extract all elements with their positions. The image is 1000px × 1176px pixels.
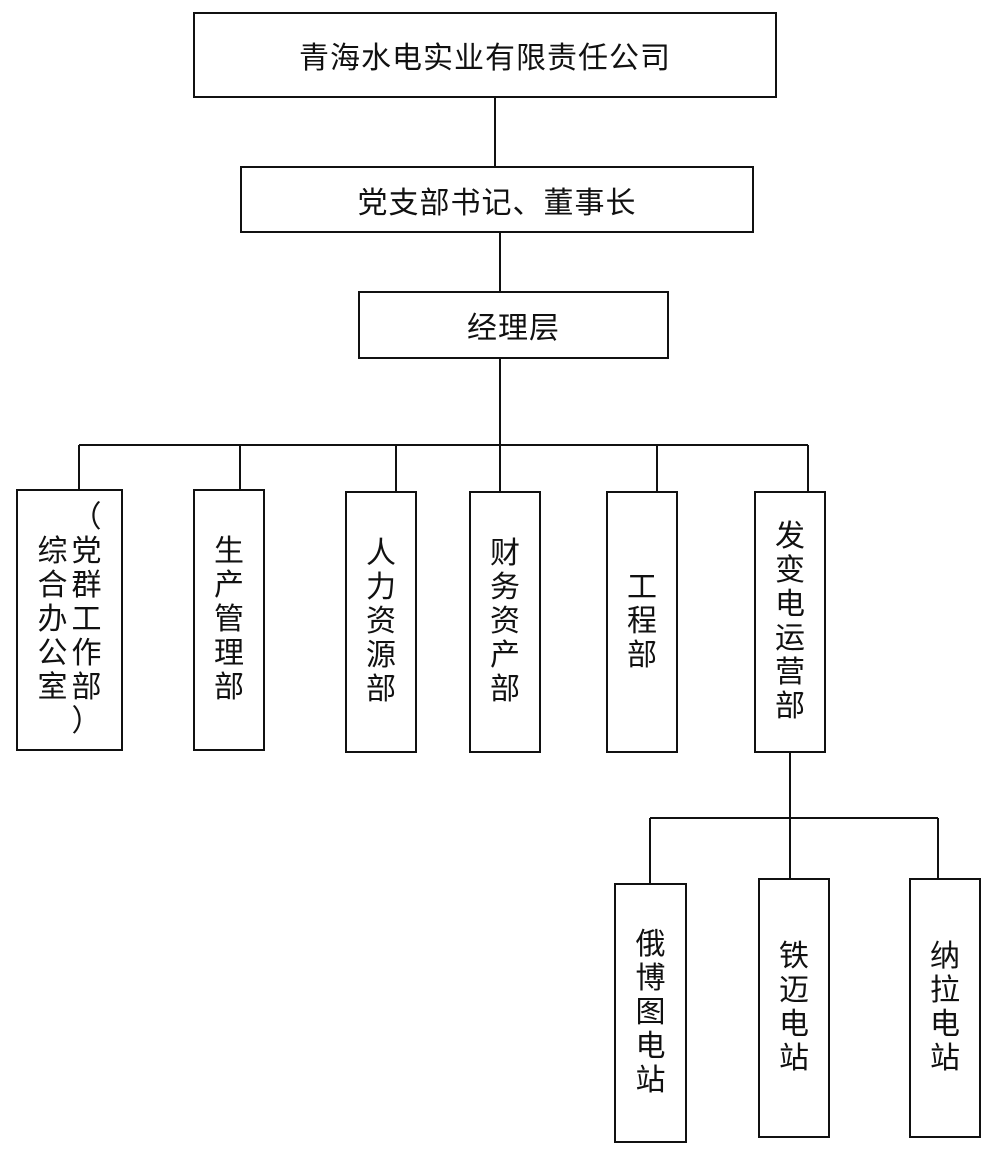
vertical-char: 部	[490, 672, 520, 707]
vertical-char: 资	[366, 604, 396, 639]
vertical-char: 营	[775, 655, 805, 690]
dept-general-office-box: （党群工作部） 综合办公室	[16, 489, 123, 751]
management-box: 经理层	[358, 291, 669, 359]
vertical-char: 工	[71, 602, 102, 637]
vertical-char: 务	[490, 570, 520, 605]
station-ebotu-label: 俄博图电站	[634, 928, 668, 1098]
vertical-char: 财	[490, 536, 520, 571]
dept-general-office-line1: （党群工作部）	[70, 501, 104, 739]
vertical-char: 源	[366, 638, 396, 673]
vertical-char: （	[71, 500, 102, 535]
vertical-char: 部	[71, 670, 102, 705]
management-label: 经理层	[467, 311, 560, 346]
dept-engineering-label: 工程部	[625, 571, 659, 673]
vertical-char: 产	[214, 568, 244, 603]
vertical-char: 工	[627, 570, 657, 605]
dept-engineering-box: 工程部	[606, 491, 678, 753]
vertical-char: 产	[490, 638, 520, 673]
dept-operations-label: 发变电运营部	[773, 520, 807, 724]
vertical-char: 发	[775, 519, 805, 554]
vertical-char: 室	[37, 670, 68, 705]
vertical-char: 电	[635, 1029, 666, 1064]
station-tiemai-box: 铁迈电站	[758, 878, 830, 1138]
secretary-label: 党支部书记、董事长	[357, 185, 637, 221]
vertical-char: 合	[37, 568, 68, 603]
dept-finance-label: 财务资产部	[488, 537, 522, 707]
dept-general-office-line2: 综合办公室	[36, 535, 70, 705]
vertical-char: 程	[627, 604, 657, 639]
vertical-char: 博	[635, 961, 666, 996]
vertical-char: 俄	[635, 927, 666, 962]
vertical-char: 公	[37, 636, 68, 671]
vertical-char: 电	[930, 1007, 960, 1042]
vertical-char: 办	[37, 602, 68, 637]
vertical-char: 部	[214, 670, 244, 705]
vertical-char: 拉	[930, 973, 960, 1008]
vertical-char: 综	[37, 534, 68, 569]
vertical-char: 运	[775, 621, 805, 656]
vertical-char: 铁	[779, 939, 809, 974]
station-nala-label: 纳拉电站	[928, 940, 962, 1076]
vertical-char: 力	[366, 570, 396, 605]
vertical-char: 管	[214, 602, 244, 637]
station-tiemai-label: 铁迈电站	[777, 940, 811, 1076]
station-nala-box: 纳拉电站	[909, 878, 981, 1138]
vertical-char: 站	[779, 1041, 809, 1076]
vertical-char: 部	[366, 672, 396, 707]
vertical-char: 生	[214, 534, 244, 569]
dept-finance-box: 财务资产部	[469, 491, 541, 753]
company-label: 青海水电实业有限责任公司	[299, 41, 671, 76]
vertical-char: 理	[214, 636, 244, 671]
vertical-char: 党	[71, 534, 102, 569]
vertical-char: 站	[635, 1063, 666, 1098]
vertical-char: 群	[71, 568, 102, 603]
vertical-char: 图	[635, 995, 666, 1030]
dept-production-label: 生产管理部	[212, 535, 246, 705]
secretary-box: 党支部书记、董事长	[240, 166, 754, 233]
vertical-char: 人	[366, 536, 396, 571]
vertical-char: 部	[775, 689, 805, 724]
vertical-char: 迈	[779, 973, 809, 1008]
vertical-char: 站	[930, 1041, 960, 1076]
vertical-char: 部	[627, 638, 657, 673]
vertical-char: 电	[779, 1007, 809, 1042]
dept-hr-box: 人力资源部	[345, 491, 417, 753]
vertical-char: 变	[775, 553, 805, 588]
vertical-char: 作	[71, 636, 102, 671]
vertical-char: 纳	[930, 939, 960, 974]
dept-hr-label: 人力资源部	[364, 537, 398, 707]
station-ebotu-box: 俄博图电站	[614, 883, 687, 1143]
dept-operations-box: 发变电运营部	[754, 491, 826, 753]
company-box: 青海水电实业有限责任公司	[193, 12, 777, 98]
dept-production-box: 生产管理部	[193, 489, 265, 751]
vertical-char: ）	[71, 704, 102, 739]
vertical-char: 电	[775, 587, 805, 622]
vertical-char: 资	[490, 604, 520, 639]
